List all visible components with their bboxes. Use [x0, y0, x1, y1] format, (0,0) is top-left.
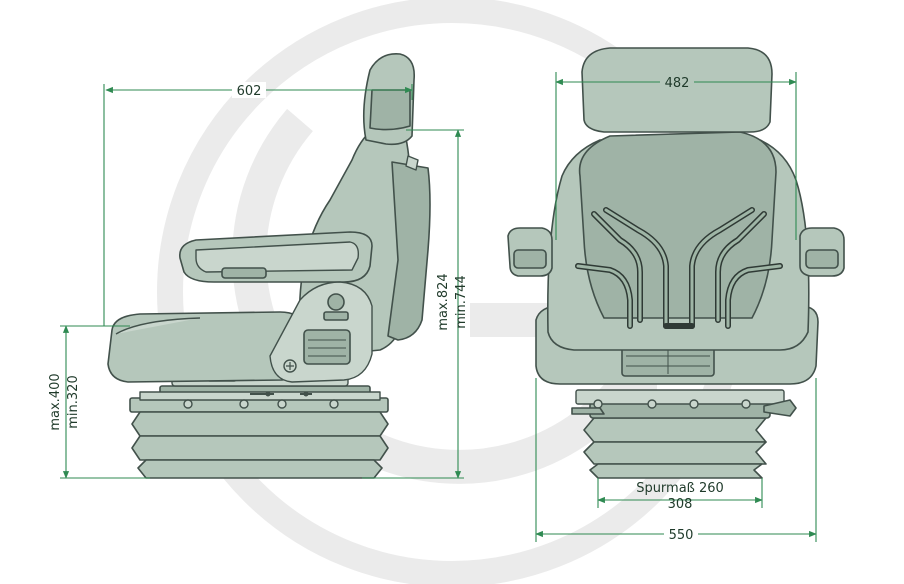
seat-front-view — [507, 47, 845, 479]
backrest-trim — [575, 207, 783, 329]
dim-side-width: 602 — [237, 84, 262, 99]
suspension-bellows-front — [583, 401, 771, 479]
dimension-lines — [60, 72, 817, 542]
seat-side-view — [107, 53, 431, 479]
dim-side-height-max: max.824 — [436, 273, 451, 330]
dim-track-gauge: Spurmaß 260 — [636, 481, 724, 496]
dim-base-width: 550 — [669, 528, 694, 543]
dim-seat-height-min: min.320 — [66, 375, 81, 428]
dim-side-height-min: min.744 — [454, 275, 469, 328]
rail-mechanism-front — [571, 389, 797, 417]
dim-track-base: 308 — [668, 497, 693, 512]
backrest-centre — [578, 131, 777, 319]
suspension-bellows-side — [129, 385, 389, 479]
dim-backrest-width: 482 — [665, 76, 690, 91]
dim-seat-height-max: max.400 — [48, 373, 63, 430]
